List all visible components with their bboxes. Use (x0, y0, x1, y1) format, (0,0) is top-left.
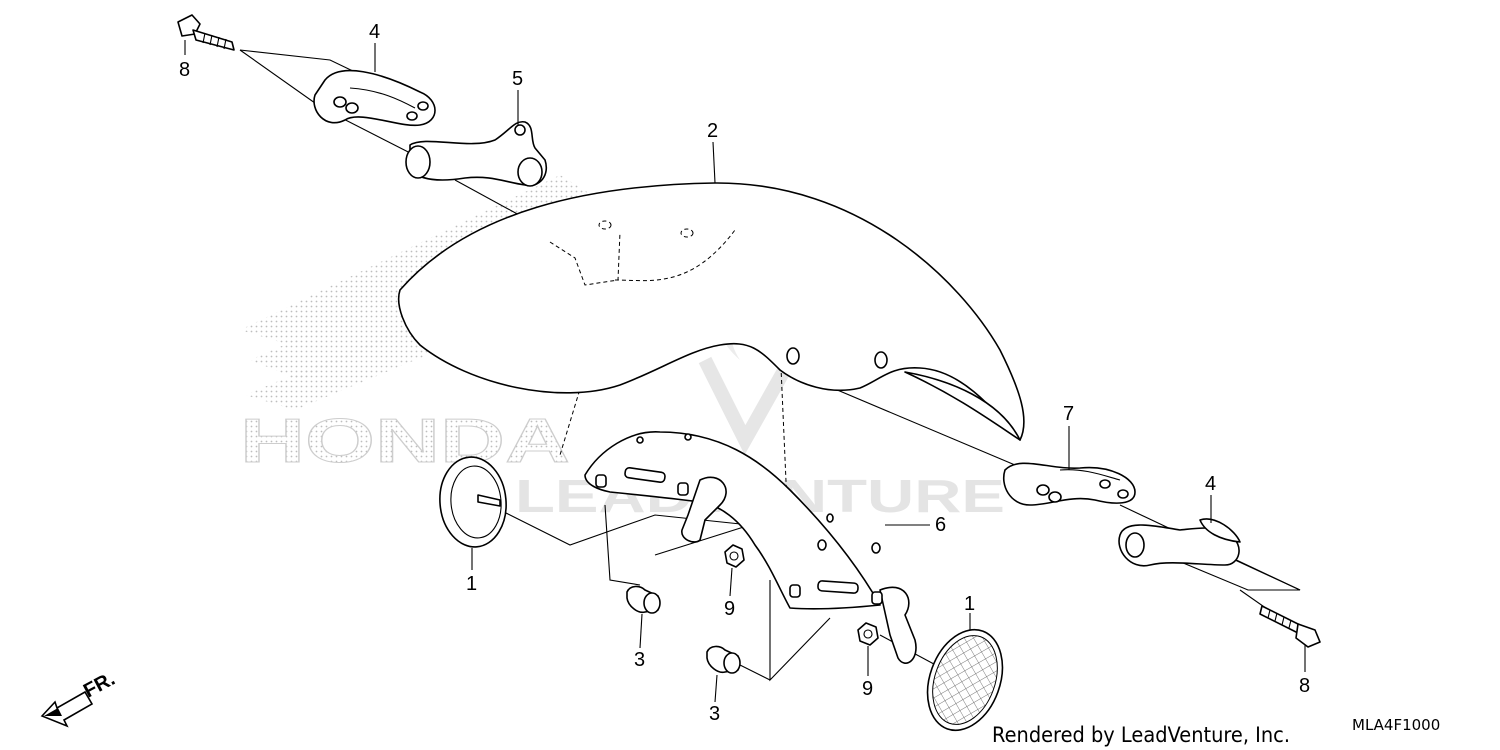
grommet-3-right[interactable] (706, 645, 741, 674)
diagram-code: MLA4F1000 (1352, 716, 1440, 734)
callout-1-right: 1 (964, 593, 975, 615)
callout-6: 6 (935, 514, 946, 536)
brand-watermark-text: HONDA (240, 407, 570, 476)
reflector-1-left[interactable] (436, 454, 510, 549)
fork-clamp-4-top[interactable] (313, 69, 436, 127)
fork-clamp-7[interactable] (1003, 462, 1136, 506)
callout-2: 2 (707, 120, 718, 142)
bolt-8-top[interactable] (177, 14, 235, 51)
callout-5: 5 (512, 68, 523, 90)
nut-9-right[interactable] (857, 622, 879, 646)
callout-8-right: 8 (1299, 675, 1310, 697)
callout-3-right: 3 (709, 703, 720, 725)
grommet-3-left[interactable] (626, 585, 661, 614)
callout-9-right: 9 (862, 678, 873, 700)
callout-leaders (184, 40, 1306, 703)
stay-5[interactable] (405, 120, 547, 187)
callout-1-left: 1 (466, 573, 477, 595)
nut-9-left[interactable] (724, 544, 745, 568)
bolt-8-right[interactable] (1259, 605, 1321, 648)
front-fender-2[interactable] (398, 182, 1025, 441)
callout-7: 7 (1063, 403, 1074, 425)
reflector-1-right[interactable] (914, 619, 1015, 741)
callouts: 8 4 5 2 7 4 6 1 9 3 9 1 3 8 (179, 21, 1310, 725)
callout-3-left: 3 (634, 649, 645, 671)
fork-clamp-4-right[interactable] (1118, 518, 1241, 567)
callout-9-left: 9 (724, 598, 735, 620)
front-direction-arrow-icon: FR. (40, 668, 119, 728)
callout-4-top: 4 (369, 21, 380, 43)
credit-text: Rendered by LeadVenture, Inc. (992, 723, 1290, 747)
callout-4-right: 4 (1205, 473, 1216, 495)
fender-bracket-6[interactable] (584, 431, 917, 664)
callout-8-top: 8 (179, 59, 190, 81)
